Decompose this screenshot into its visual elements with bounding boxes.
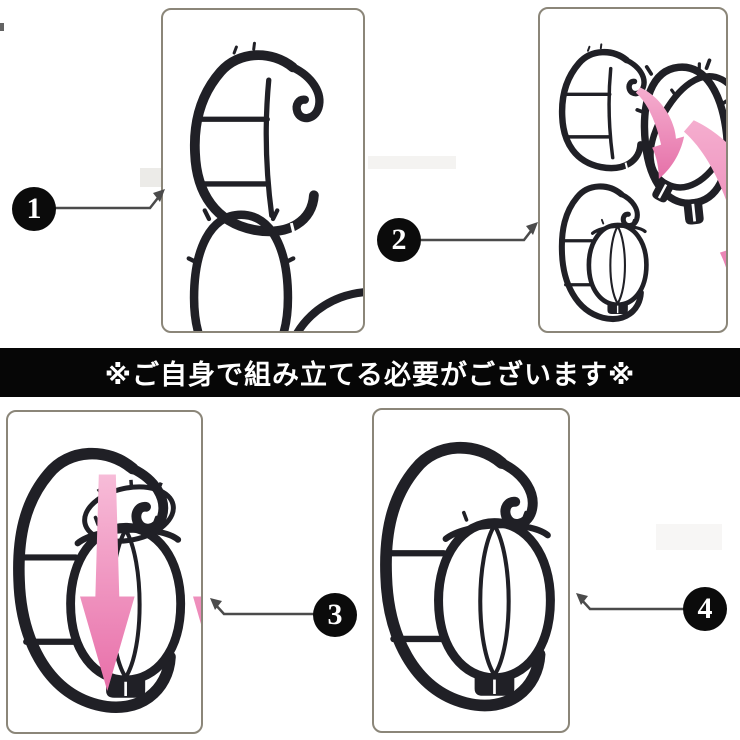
watermark-smudge (140, 168, 161, 187)
step-1-connector-arrow (54, 189, 165, 210)
step-2-badge: 2 (377, 218, 421, 262)
step-4-number: 4 (697, 592, 713, 625)
assembly-notice-text: ※ご自身で組み立てる必要がございます※ (104, 360, 636, 391)
step-4-illustration (372, 408, 570, 733)
wig-hanger-attach-head-frame-icon (540, 9, 726, 331)
watermark-smudge (656, 524, 722, 550)
step-3-number: 3 (327, 598, 343, 631)
watermark-smudge (368, 156, 456, 169)
step-1-number: 1 (26, 192, 42, 225)
step-2-connector-arrow (421, 222, 538, 242)
step-1-badge: 1 (12, 187, 56, 231)
step-3-illustration (6, 410, 203, 734)
step-1-illustration (161, 8, 365, 333)
pink-down-arrow-icon (193, 474, 201, 692)
wig-hanger-press-in-ring-icon (8, 412, 201, 732)
step-4-connector-arrow (576, 593, 686, 611)
edge-artifact (0, 23, 4, 31)
wig-hanger-assembled-icon (374, 410, 568, 731)
step-4-badge: 4 (683, 587, 727, 631)
assembly-notice-banner: ※ご自身で組み立てる必要がございます※ (0, 348, 740, 397)
step-3-badge: 3 (313, 593, 357, 637)
step-2-number: 2 (391, 223, 407, 256)
step-3-connector-arrow (210, 598, 317, 616)
step-2-illustration (538, 7, 728, 333)
wig-hanger-parts-overview-icon (163, 10, 363, 331)
